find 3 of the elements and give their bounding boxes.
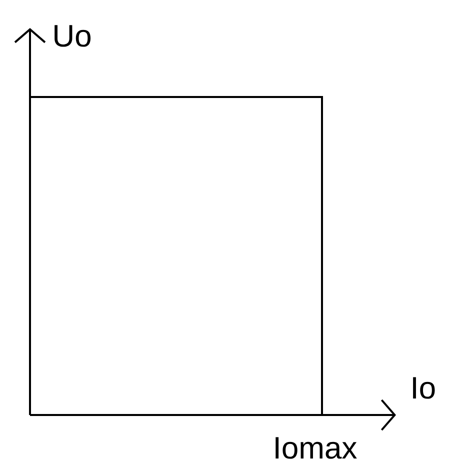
axis-label: Uo — [54, 25, 91, 47]
axis-label: Iomax — [276, 437, 357, 459]
axis-label: Io — [413, 377, 435, 399]
